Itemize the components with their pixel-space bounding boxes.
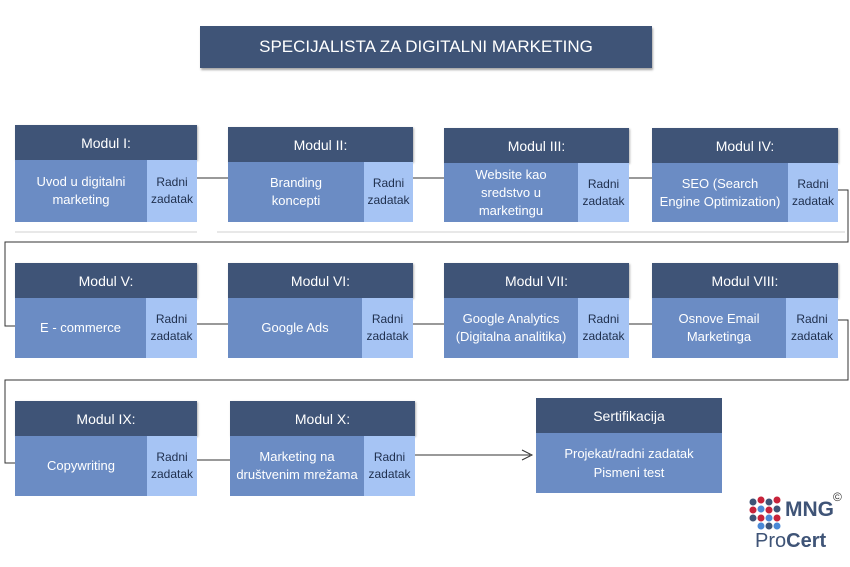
- module-header: Modul I:: [15, 125, 197, 160]
- certification-line-1: Projekat/radni zadatak: [564, 446, 694, 461]
- certification-line-2: Pismeni test: [593, 465, 665, 480]
- page-title: SPECIJALISTA ZA DIGITALNI MARKETING: [200, 26, 652, 68]
- module-header: Modul VII:: [444, 263, 629, 298]
- module-topic: E - commerce: [15, 298, 146, 358]
- module-topic: Google Analytics(Digitalna analitika): [444, 298, 578, 358]
- logo-brand: MNG: [785, 498, 834, 521]
- module-header: Modul V:: [15, 263, 197, 298]
- module-header: Modul VI:: [228, 263, 413, 298]
- module-7: Modul VII: Google Analytics(Digitalna an…: [444, 263, 629, 358]
- copyright-icon: ©: [833, 490, 842, 504]
- certification-header: Sertifikacija: [536, 398, 722, 433]
- module-header: Modul III:: [444, 128, 629, 163]
- module-topic: Google Ads: [228, 298, 362, 358]
- module-header: Modul IV:: [652, 128, 838, 163]
- logo-dots-icon: [749, 496, 781, 530]
- certification-box: Sertifikacija Projekat/radni zadatak Pis…: [536, 398, 722, 493]
- logo-procert: ProCert: [755, 530, 827, 552]
- module-header: Modul IX:: [15, 401, 197, 436]
- module-header: Modul II:: [228, 127, 413, 162]
- mng-procert-logo: MNG © ProCert: [745, 490, 850, 560]
- module-header: Modul VIII:: [652, 263, 838, 298]
- module-topic: Copywriting: [15, 436, 147, 496]
- certification-body: Projekat/radni zadatak Pismeni test: [536, 433, 722, 493]
- module-header: Modul X:: [230, 401, 415, 436]
